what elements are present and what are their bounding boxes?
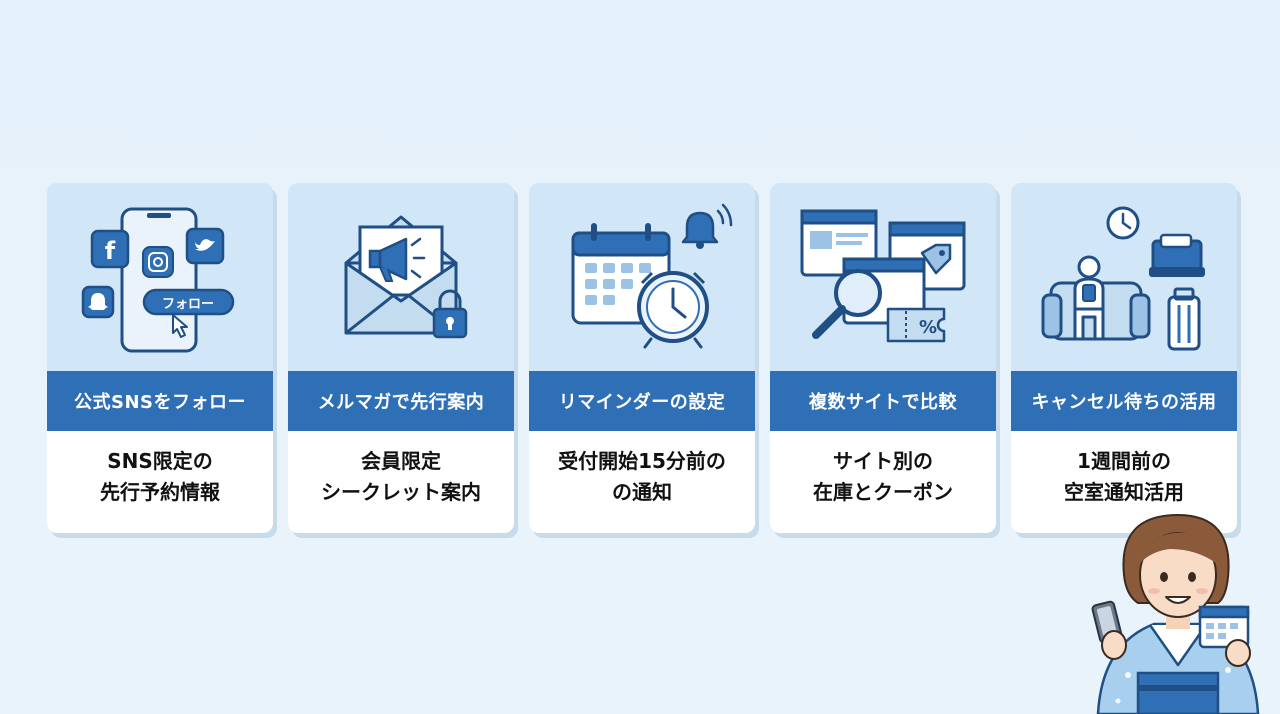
card-illustration bbox=[1011, 183, 1237, 371]
card-line: 1週間前の bbox=[1077, 449, 1171, 473]
card-title: リマインダーの設定 bbox=[529, 371, 755, 431]
compare-sites-icon: % bbox=[800, 209, 966, 343]
card-line: 在庫とクーポン bbox=[813, 480, 953, 504]
card-line: 受付開始15分前の bbox=[558, 449, 726, 473]
svg-text:f: f bbox=[105, 237, 116, 265]
card-title: キャンセル待ちの活用 bbox=[1011, 371, 1237, 431]
card-line: SNS限定の bbox=[107, 449, 213, 473]
card-description: サイト別の 在庫とクーポン bbox=[770, 431, 996, 533]
tips-cards: f フォロー 公式SNSをフォロー SNS限定の 先行予約情報 bbox=[47, 183, 1237, 533]
card-description: 1週間前の 空室通知活用 bbox=[1011, 431, 1237, 533]
card-title: メルマガで先行案内 bbox=[288, 371, 514, 431]
mascot-woman-yukata-icon bbox=[1091, 513, 1260, 714]
card-illustration: % bbox=[770, 183, 996, 371]
card-line: 先行予約情報 bbox=[100, 480, 220, 504]
card-waitlist: キャンセル待ちの活用 1週間前の 空室通知活用 bbox=[1011, 183, 1237, 533]
card-reminder: リマインダーの設定 受付開始15分前の の通知 bbox=[529, 183, 755, 533]
card-line: 空室通知活用 bbox=[1064, 480, 1184, 504]
card-illustration bbox=[288, 183, 514, 371]
social-phone-icon: f フォロー bbox=[81, 207, 235, 353]
coupon-percent: % bbox=[919, 317, 937, 338]
card-sns: f フォロー 公式SNSをフォロー SNS限定の 先行予約情報 bbox=[47, 183, 273, 533]
newsletter-icon bbox=[344, 215, 468, 339]
card-line: サイト別の bbox=[833, 449, 933, 473]
card-description: 会員限定 シークレット案内 bbox=[288, 431, 514, 533]
card-description: SNS限定の 先行予約情報 bbox=[47, 431, 273, 533]
card-newsletter: メルマガで先行案内 会員限定 シークレット案内 bbox=[288, 183, 514, 533]
card-line: シークレット案内 bbox=[321, 480, 481, 504]
card-description: 受付開始15分前の の通知 bbox=[529, 431, 755, 533]
card-line: 会員限定 bbox=[361, 449, 441, 473]
card-compare: % 複数サイトで比較 サイト別の 在庫とクーポン bbox=[770, 183, 996, 533]
card-illustration bbox=[529, 183, 755, 371]
card-title: 複数サイトで比較 bbox=[770, 371, 996, 431]
card-line: の通知 bbox=[612, 480, 672, 504]
follow-badge-text: フォロー bbox=[162, 297, 214, 312]
card-title: 公式SNSをフォロー bbox=[47, 371, 273, 431]
calendar-alarm-icon bbox=[571, 203, 733, 349]
waiting-room-icon bbox=[1041, 206, 1205, 351]
card-illustration: f フォロー bbox=[47, 183, 273, 371]
